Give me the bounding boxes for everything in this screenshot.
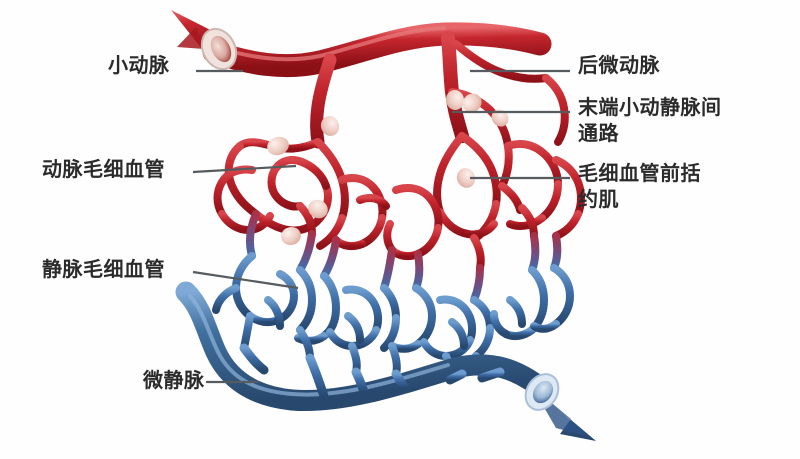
leader-venous-capillary — [192, 270, 299, 290]
venule-vessel — [175, 281, 596, 441]
label-venule: 微静脉 — [143, 370, 205, 392]
venous-capillary-network — [212, 252, 575, 384]
arteriole-vessel — [171, 10, 552, 78]
label-venous-capillary: 静脉毛细血管 — [42, 259, 165, 281]
label-metarteriole: 后微动脉 — [578, 55, 660, 77]
label-arteriole: 小动脉 — [108, 55, 170, 77]
precapillary-sphincters — [267, 90, 509, 246]
label-arterial-capillary: 动脉毛细血管 — [42, 159, 165, 181]
leader-lines — [192, 69, 570, 384]
arterial-capillary-network — [213, 40, 585, 272]
label-thoroughfare-channel: 末端小动静脉间 通路 — [578, 97, 722, 145]
label-precapillary-sphincter: 毛细血管前括 约肌 — [578, 163, 701, 211]
leader-arterial-capillary — [192, 164, 297, 174]
